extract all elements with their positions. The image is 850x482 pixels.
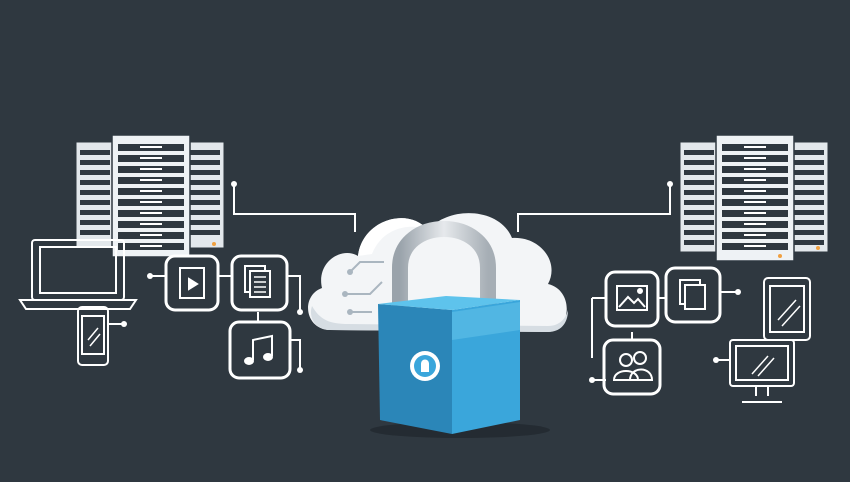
circuit-lines — [345, 261, 384, 313]
documents-icon — [664, 266, 722, 324]
padlock-icon — [370, 221, 550, 438]
documents-icon — [230, 254, 289, 312]
users-icon — [602, 338, 662, 396]
laptop-icon — [18, 239, 138, 310]
server-rack-icon — [185, 141, 225, 249]
server-rack-icon — [789, 141, 829, 253]
desktop-monitor-icon — [729, 339, 795, 403]
server-rack-icon — [111, 134, 191, 258]
image-file-icon — [604, 270, 660, 328]
music-icon — [228, 320, 292, 380]
video-file-icon — [164, 254, 220, 312]
right-server-group-icon — [679, 134, 829, 262]
server-rack-icon — [75, 141, 115, 249]
smartphone-icon — [77, 306, 124, 366]
server-rack-icon — [715, 134, 795, 262]
server-rack-icon — [679, 141, 719, 253]
left-connector-lines — [150, 184, 356, 370]
left-server-group-icon — [75, 134, 225, 258]
